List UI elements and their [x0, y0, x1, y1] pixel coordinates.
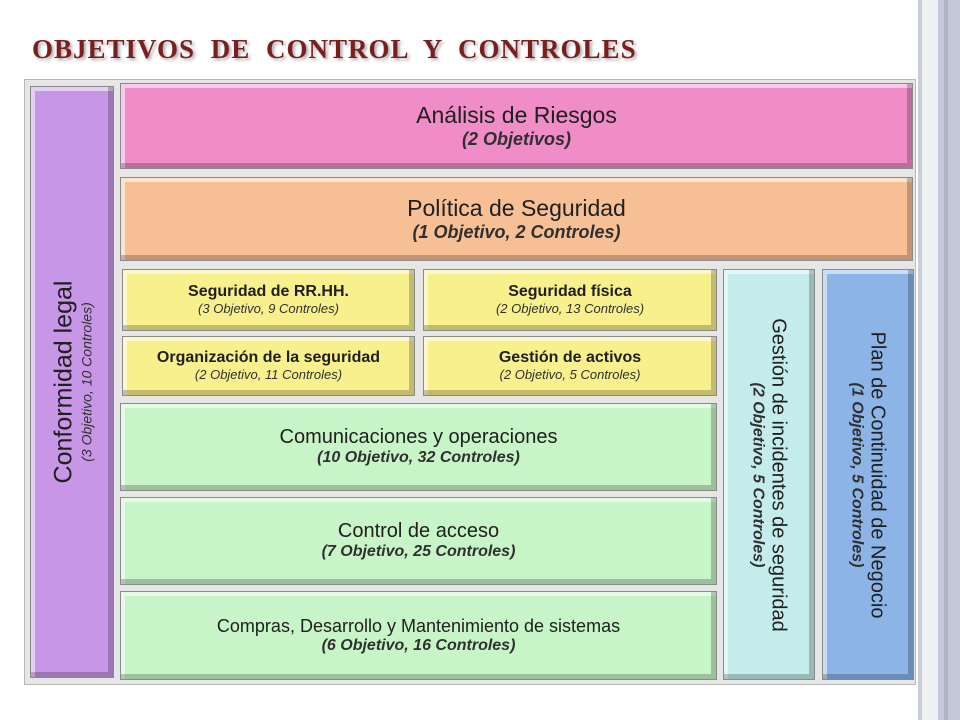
box-analisis-riesgos: Análisis de Riesgos (2 Objetivos) [120, 83, 913, 169]
activos-label: Gestión de activos [498, 349, 642, 367]
continuidad-label: Plan de Continuidad de Negocio [866, 331, 889, 618]
box-gestion-activos: Gestión de activos (2 Objetivo, 5 Contro… [423, 336, 717, 396]
box-organizacion-seguridad: Organización de la seguridad (2 Objetivo… [122, 336, 415, 396]
incidentes-label: Gestión de incidentes de seguridad [767, 317, 790, 632]
slide-title: OBJETIVOS DE CONTROL Y CONTROLES [32, 34, 637, 64]
box-seguridad-fisica: Seguridad física (2 Objetivo, 13 Control… [423, 269, 717, 331]
box-plan-continuidad: Plan de Continuidad de Negocio (1 Objeti… [822, 269, 914, 680]
incidentes-sub: (2 Objetivo, 5 Controles) [749, 382, 767, 567]
organizacion-label: Organización de la seguridad [156, 349, 381, 367]
slide-border-line [918, 0, 922, 720]
comunicaciones-label: Comunicaciones y operaciones [279, 426, 558, 449]
acceso-label: Control de acceso [337, 520, 500, 543]
activos-sub: (2 Objetivo, 5 Controles) [499, 366, 641, 382]
compras-sub: (6 Objetivo, 16 Controles) [321, 636, 516, 654]
box-comunicaciones-operaciones: Comunicaciones y operaciones (10 Objetiv… [120, 403, 717, 491]
analisis-sub: (2 Objetivos) [461, 128, 572, 149]
analisis-label: Análisis de Riesgos [416, 102, 617, 129]
slide-border-strip [922, 0, 938, 720]
organizacion-sub: (2 Objetivo, 11 Controles) [194, 366, 343, 382]
continuidad-sub: (1 Objetivo, 5 Controles) [848, 382, 866, 567]
acceso-sub: (7 Objetivo, 25 Controles) [321, 543, 516, 561]
politica-sub: (1 Objetivo, 2 Controles) [412, 221, 621, 242]
box-control-acceso: Control de acceso (7 Objetivo, 25 Contro… [120, 497, 717, 585]
slide-border-band [938, 0, 960, 720]
rrhh-sub: (3 Objetivo, 9 Controles) [198, 300, 339, 316]
box-politica-seguridad: Política de Seguridad (1 Objetivo, 2 Con… [120, 177, 913, 261]
compras-label: Compras, Desarrollo y Mantenimiento de s… [216, 615, 621, 636]
fisica-label: Seguridad física [508, 283, 632, 301]
box-seguridad-rrhh: Seguridad de RR.HH. (3 Objetivo, 9 Contr… [122, 269, 415, 331]
conformidad-sub: (3 Objetivo, 10 Controles) [78, 302, 95, 462]
box-compras-desarrollo: Compras, Desarrollo y Mantenimiento de s… [120, 591, 717, 680]
comunicaciones-sub: (10 Objetivo, 32 Controles) [317, 449, 520, 467]
fisica-sub: (2 Objetivo, 13 Controles) [495, 300, 645, 316]
slide-border-inner-line [944, 0, 948, 720]
conformidad-label: Conformidad legal [49, 280, 78, 484]
box-gestion-incidentes: Gestión de incidentes de seguridad (2 Ob… [723, 269, 815, 680]
box-conformidad-legal: Conformidad legal (3 Objetivo, 10 Contro… [30, 86, 114, 678]
rrhh-label: Seguridad de RR.HH. [188, 283, 349, 301]
politica-label: Política de Seguridad [407, 195, 626, 222]
